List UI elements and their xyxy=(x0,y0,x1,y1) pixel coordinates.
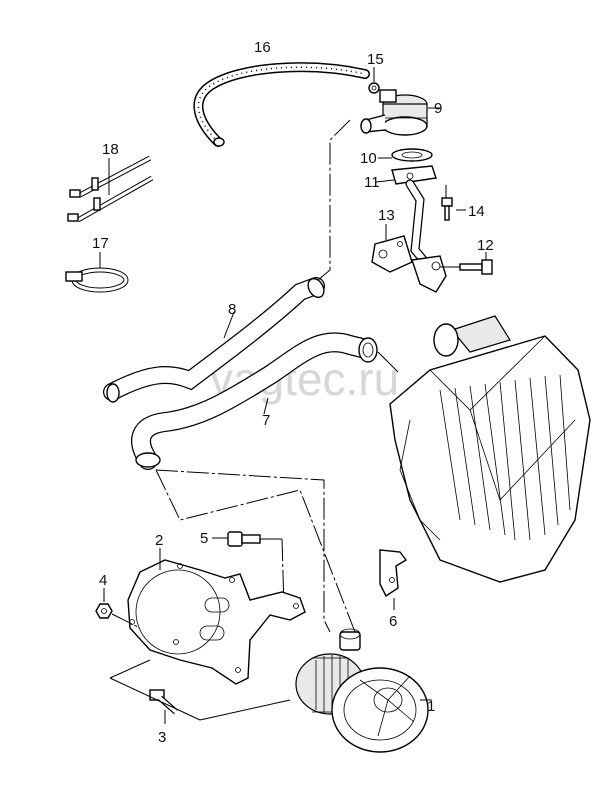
part-9-combination-valve xyxy=(360,89,428,136)
callout-11: 11 xyxy=(364,174,380,191)
callout-9: 9 xyxy=(434,100,442,117)
part-2-gasket xyxy=(127,559,306,685)
part-7-hose xyxy=(131,332,378,470)
part-4-nut xyxy=(95,603,113,619)
part-8-hose xyxy=(103,277,325,403)
callout-7: 7 xyxy=(262,412,270,429)
part-14-bolt xyxy=(441,197,453,221)
part-17-hose-clamp xyxy=(65,267,129,293)
callout-17: 18 xyxy=(102,141,119,158)
callout-16: 16 xyxy=(254,39,271,56)
callout-5: 5 xyxy=(200,530,208,547)
callout-13: 13 xyxy=(378,207,395,224)
part-16-hose xyxy=(193,62,370,147)
part-1-air-pump xyxy=(295,628,429,753)
callout-6: 6 xyxy=(389,613,397,630)
callout-labels: 1 2 3 4 5 6 7 8 9 10 11 12 13 14 15 16 1… xyxy=(92,39,494,746)
callout-12: 12 xyxy=(477,237,494,254)
assembly-lines xyxy=(155,119,356,633)
part-5-bolt xyxy=(227,531,261,547)
callout-15: 15 xyxy=(367,51,384,68)
callout-2: 2 xyxy=(155,532,163,549)
callout-4: 4 xyxy=(99,572,107,589)
callout-3: 3 xyxy=(158,729,166,746)
callout-10: 10 xyxy=(360,150,377,167)
part-13-gasket-plate xyxy=(371,235,413,273)
callout-1: 1 xyxy=(427,698,435,715)
callout-8: 8 xyxy=(228,301,236,318)
callout-18: 17 xyxy=(92,235,109,252)
part-15-clamp xyxy=(368,67,380,94)
part-12-bolt xyxy=(459,259,493,275)
part-6-bracket xyxy=(379,549,408,598)
part-3-sensor xyxy=(149,689,178,715)
air-filter-housing xyxy=(389,315,591,583)
part-18-cable-ties xyxy=(67,155,154,223)
part-10-gasket xyxy=(391,148,433,162)
callout-14: 14 xyxy=(468,203,485,220)
part-11-flange-pipe xyxy=(391,165,447,293)
